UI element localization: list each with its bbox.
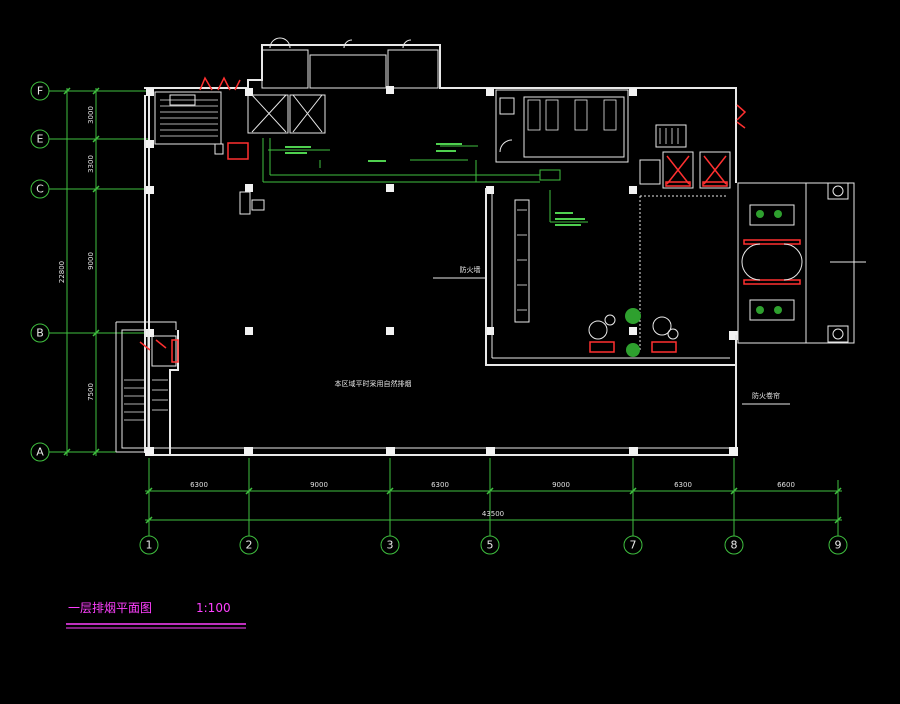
central-smoke-note: 本区域平时采用自然排烟 — [335, 379, 412, 388]
exterior-walls — [115, 44, 737, 456]
svg-text:7: 7 — [630, 539, 637, 552]
stair-northwest — [154, 91, 222, 145]
svg-text:6600: 6600 — [777, 481, 795, 489]
grid-bubble-7: 7 — [623, 535, 643, 555]
svg-text:C: C — [36, 183, 44, 196]
svg-text:6300: 6300 — [674, 481, 692, 489]
grid-bubble-3: 3 — [380, 535, 400, 555]
row-dimension-lines: 3000 3300 9000 7500 22800 — [49, 87, 148, 456]
svg-text:7500: 7500 — [87, 383, 95, 401]
svg-text:43500: 43500 — [482, 510, 504, 518]
svg-text:6300: 6300 — [431, 481, 449, 489]
svg-text:6300: 6300 — [190, 481, 208, 489]
drawing-title: 一层排烟平面图 — [68, 601, 152, 615]
svg-text:8: 8 — [731, 539, 738, 552]
fire-door-northwest — [199, 76, 249, 160]
svg-text:2: 2 — [246, 539, 253, 552]
grid-bubble-5: 5 — [480, 535, 500, 555]
svg-text:防火卷帘: 防火卷帘 — [752, 391, 780, 400]
east-entrance: 防火卷帘 — [735, 182, 866, 448]
drawing-scale: 1:100 — [196, 601, 231, 615]
svg-text:1: 1 — [146, 539, 153, 552]
smoke-exhaust-duct — [262, 138, 588, 226]
svg-text:22800: 22800 — [58, 261, 66, 283]
structural-columns — [145, 86, 738, 456]
grid-bubble-2: 2 — [239, 535, 259, 555]
svg-text:B: B — [36, 327, 44, 340]
grid-bubble-A: A — [30, 442, 50, 462]
svg-text:F: F — [37, 85, 43, 98]
svg-text:3: 3 — [387, 539, 394, 552]
restroom-block — [495, 89, 629, 163]
grid-row-bubbles: F E C B A — [30, 81, 50, 462]
svg-text:9000: 9000 — [87, 252, 95, 270]
firewall-enclosure: 防火墙 — [433, 188, 737, 366]
grid-bubble-B: B — [30, 323, 50, 343]
grid-bubble-E: E — [30, 129, 50, 149]
svg-text:9000: 9000 — [310, 481, 328, 489]
grid-bubble-C: C — [30, 179, 50, 199]
svg-text:E: E — [37, 133, 44, 146]
grid-bubble-F: F — [30, 81, 50, 101]
stair-southwest — [121, 329, 179, 449]
equipment-cabinet — [239, 191, 265, 215]
svg-text:9: 9 — [835, 539, 842, 552]
grid-column-bubbles: 1 2 3 5 7 8 9 — [139, 535, 848, 555]
svg-text:A: A — [36, 446, 44, 459]
svg-text:3300: 3300 — [87, 155, 95, 173]
svg-text:9000: 9000 — [552, 481, 570, 489]
column-dimension-lines: 6300 9000 6300 9000 6300 6600 43500 — [145, 458, 842, 536]
grid-bubble-8: 8 — [724, 535, 744, 555]
svg-text:防火墙: 防火墙 — [460, 265, 481, 274]
lounge-seating — [588, 308, 679, 357]
grid-bubble-9: 9 — [828, 535, 848, 555]
drawing-title-block: 一层排烟平面图 1:100 — [66, 601, 246, 629]
svg-text:5: 5 — [487, 539, 494, 552]
top-service-rooms — [247, 37, 439, 134]
grid-bubble-1: 1 — [139, 535, 159, 555]
svg-text:3000: 3000 — [87, 106, 95, 124]
elevator-core — [639, 104, 747, 189]
